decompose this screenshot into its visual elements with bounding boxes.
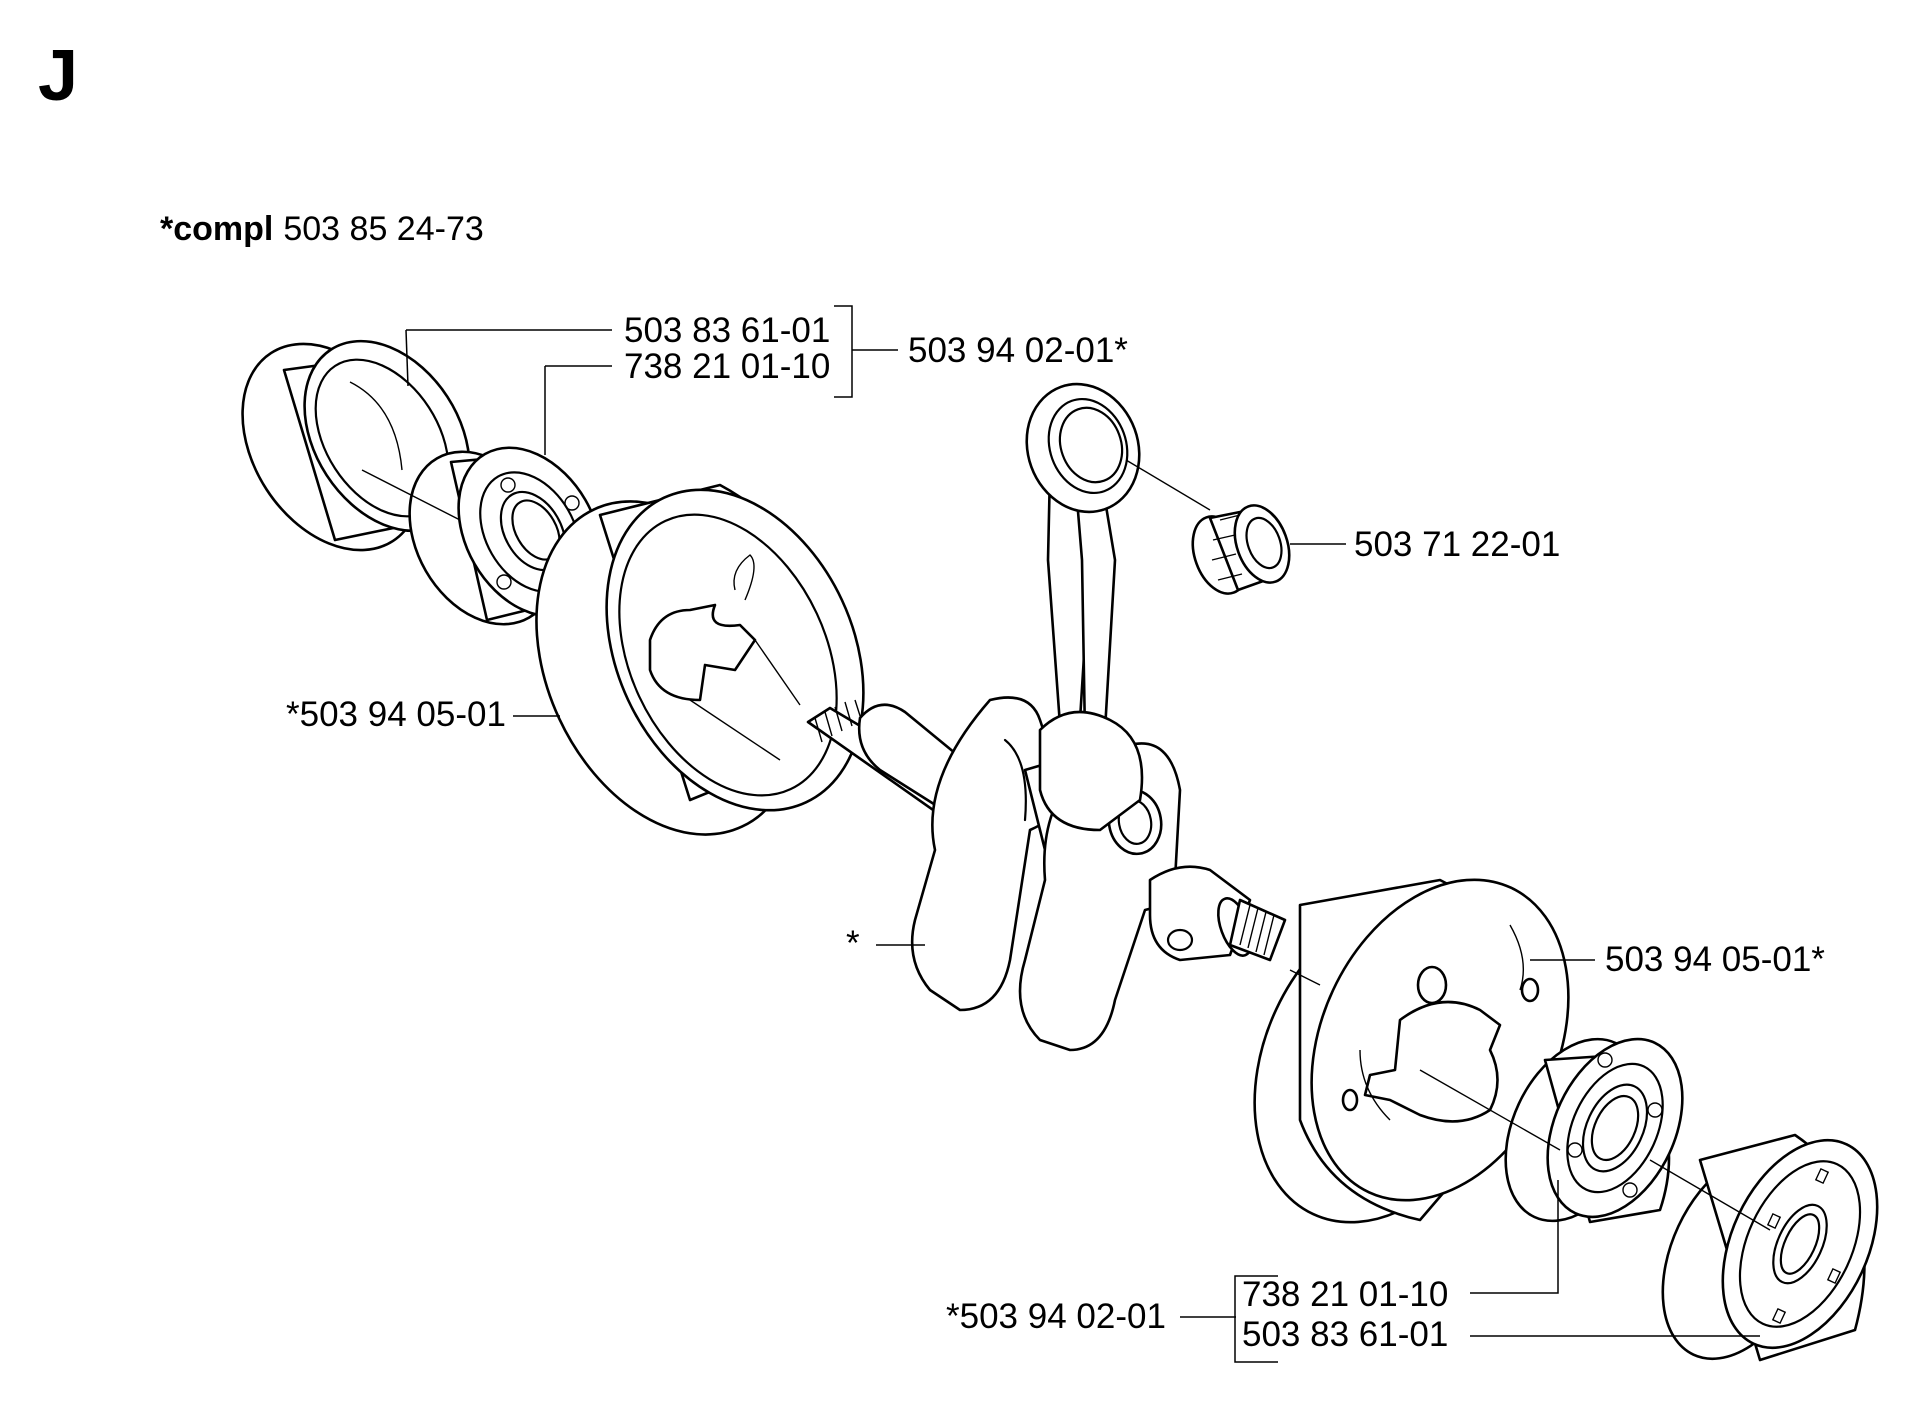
assembly-prefix: *compl: [160, 210, 273, 248]
axis-guides: [361, 459, 1771, 1231]
needle-bearing[interactable]: [1183, 498, 1299, 601]
leader-lines: [405, 305, 1760, 1363]
assembly-number: 503 85 24-73: [283, 210, 483, 248]
bearing-sleeve-top[interactable]: [206, 310, 504, 583]
label-ball-bearing-top: 738 21 01-10: [624, 347, 830, 386]
label-crankshaft: *: [846, 924, 860, 963]
ball-bearing-bottom[interactable]: [1478, 1017, 1709, 1243]
crank-half-left[interactable]: [485, 448, 913, 877]
label-bearing-sleeve-bottom: 503 83 61-01: [1242, 1315, 1448, 1354]
label-bearing-kit-bottom: *503 94 02-01: [946, 1297, 1166, 1336]
label-ball-bearing-bottom: 738 21 01-10: [1242, 1275, 1448, 1314]
label-bearing-sleeve-top: 503 83 61-01: [624, 311, 830, 350]
section-letter: J: [38, 36, 78, 116]
label-crank-half-right: 503 94 05-01*: [1605, 940, 1825, 979]
label-needle-bearing: 503 71 22-01: [1354, 525, 1560, 564]
crank-half-right[interactable]: [1204, 838, 1618, 1265]
connecting-rod[interactable]: [1009, 368, 1157, 832]
label-crank-half-left: *503 94 05-01: [286, 695, 506, 734]
part-labels: 503 83 61-01 738 21 01-10 503 94 02-01* …: [286, 311, 1825, 1354]
bearing-sleeve-bottom[interactable]: [1632, 1116, 1908, 1384]
label-bearing-kit-top: 503 94 02-01*: [908, 331, 1128, 370]
assembly-header: *compl 503 85 24-73: [160, 210, 484, 248]
